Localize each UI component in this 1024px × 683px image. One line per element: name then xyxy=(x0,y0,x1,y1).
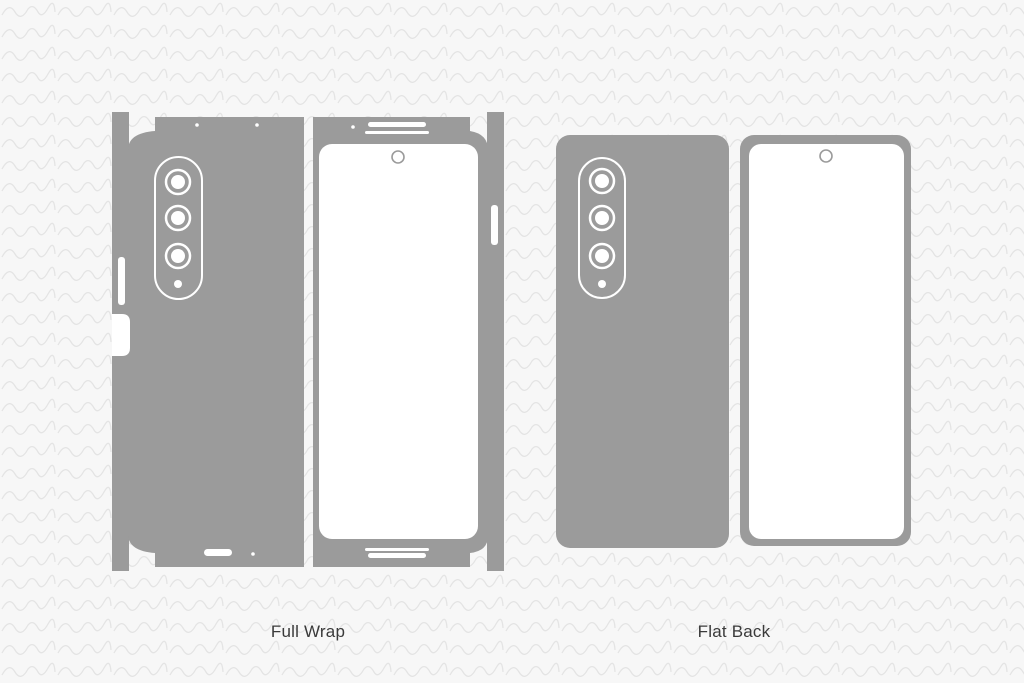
flat-front-camera-ring xyxy=(819,149,833,163)
usb-port-cutout xyxy=(204,549,232,556)
full-wrap-cutouts xyxy=(112,122,498,558)
flat-camera-module-outline xyxy=(578,157,626,299)
full-wrap-label: Full Wrap xyxy=(270,622,346,641)
camera-module-outline xyxy=(154,156,203,300)
flat-screen-window xyxy=(749,144,904,539)
screen-window xyxy=(319,144,478,539)
flat-flash-dot xyxy=(598,280,606,288)
bottom-speaker-slot xyxy=(368,553,426,558)
right-side-strip xyxy=(487,112,504,571)
flash-dot xyxy=(174,280,182,288)
hinge-notch xyxy=(112,314,130,356)
volume-button-cutout xyxy=(118,257,125,305)
top-speaker-slot xyxy=(368,122,426,127)
flat-back-label: Flat Back xyxy=(697,622,771,641)
front-camera-ring xyxy=(391,150,405,164)
flat-back-template xyxy=(556,135,911,548)
power-button-cutout xyxy=(491,205,498,245)
flat-back-panel xyxy=(556,135,729,548)
